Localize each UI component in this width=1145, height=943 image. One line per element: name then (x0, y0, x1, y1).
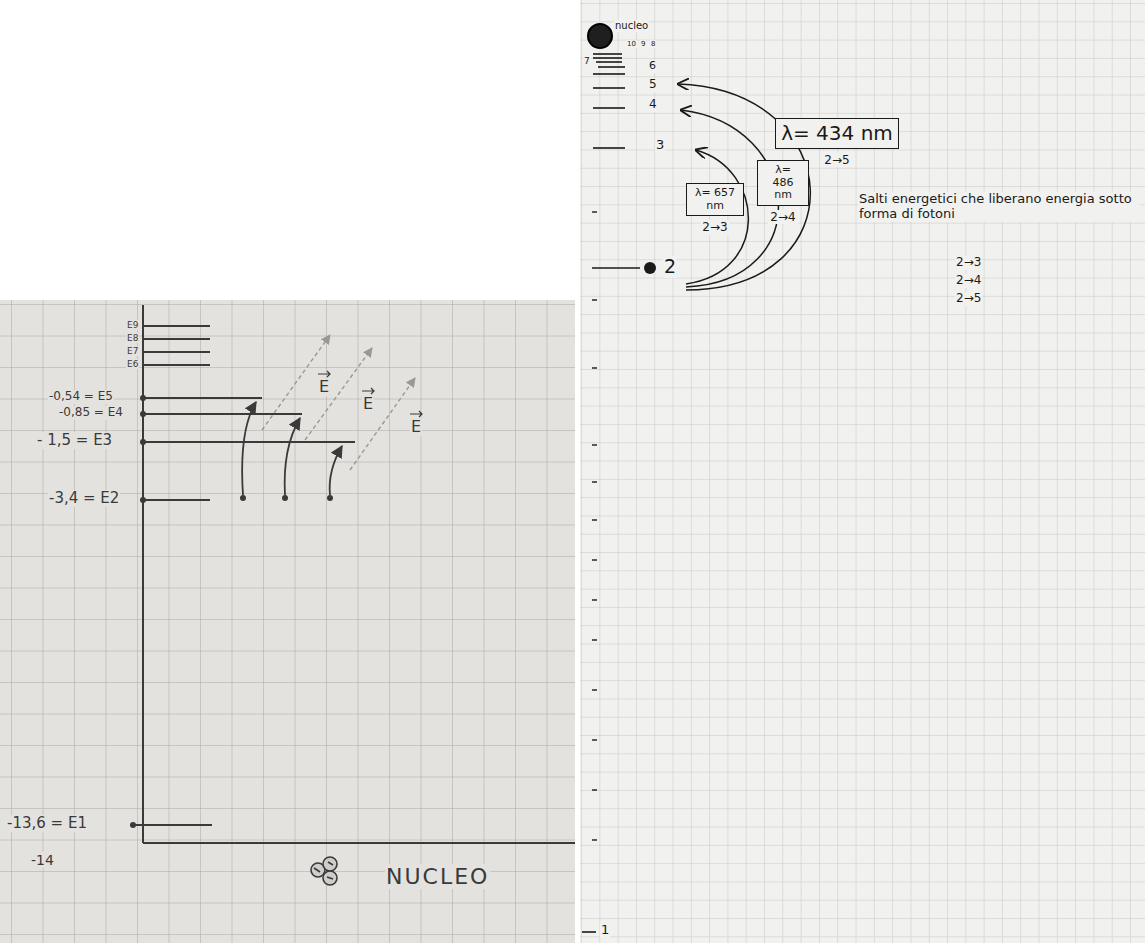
level-number: 4 (648, 98, 658, 112)
energy-levels-left (130, 326, 355, 825)
energy-value: -0,85 = E4 (58, 406, 124, 420)
axis-dots (130, 395, 333, 828)
photon-energy: E (362, 395, 374, 413)
vector-marks (318, 371, 422, 417)
margin-ticks (592, 212, 597, 840)
energy-value: - 1,5 = E3 (36, 432, 113, 449)
level-number: 10 (626, 40, 637, 48)
level-number: 8 (650, 40, 656, 48)
level-number: 2 (663, 256, 677, 278)
transition-arrows (678, 84, 810, 290)
level-name: E9 (126, 320, 139, 330)
nucleus-left (311, 857, 337, 885)
grid-left (0, 300, 575, 943)
energy-value: -0,54 = E5 (48, 390, 114, 404)
energy-value: -3,4 = E2 (48, 490, 120, 507)
nucleus-label: nucleo (614, 20, 649, 32)
transition-list: 2→3 (955, 256, 982, 270)
level-name: E7 (126, 346, 139, 356)
photon-arrows (262, 335, 415, 470)
note: Salti energetici che liberano energia so… (858, 192, 1140, 222)
level-name: E6 (126, 359, 139, 369)
transition-label: 2→3 (700, 220, 729, 234)
electron-jumps (242, 402, 342, 495)
energy-value: -13,6 = E1 (6, 815, 88, 832)
wavelength-value: λ= 434 nm (775, 118, 899, 149)
nucleus-label: NUCLEO (385, 864, 490, 889)
transition-list: 2→4 (955, 274, 982, 288)
paper-right (580, 0, 1145, 943)
energy-axes (143, 305, 575, 843)
level-number: 5 (648, 78, 658, 92)
transition-list: 2→5 (955, 292, 982, 306)
level-number: 9 (640, 40, 646, 48)
paper-left (0, 300, 575, 943)
wavelength-box: λ= 486 nm 2→4 (757, 160, 809, 225)
level-number: 3 (655, 138, 665, 153)
level-name: E8 (126, 333, 139, 343)
level-number: 6 (648, 60, 657, 73)
energy-levels-right (582, 54, 640, 932)
electron-blob (644, 262, 656, 274)
axis-value: -14 (30, 852, 55, 868)
nucleus-right (588, 24, 612, 48)
level-number: 7 (583, 56, 591, 66)
photon-energy: E (410, 418, 422, 436)
wavelength-box: λ= 657 nm 2→3 (686, 183, 744, 235)
photon-energy: E (318, 378, 330, 396)
wavelength-value: λ= 657 nm (686, 183, 744, 216)
transition-label: 2→4 (768, 210, 797, 224)
transition-label: 2→5 (822, 153, 851, 167)
wavelength-value: λ= 486 nm (757, 160, 809, 206)
grid-right (580, 0, 1145, 943)
level-number: 1 (600, 923, 610, 938)
